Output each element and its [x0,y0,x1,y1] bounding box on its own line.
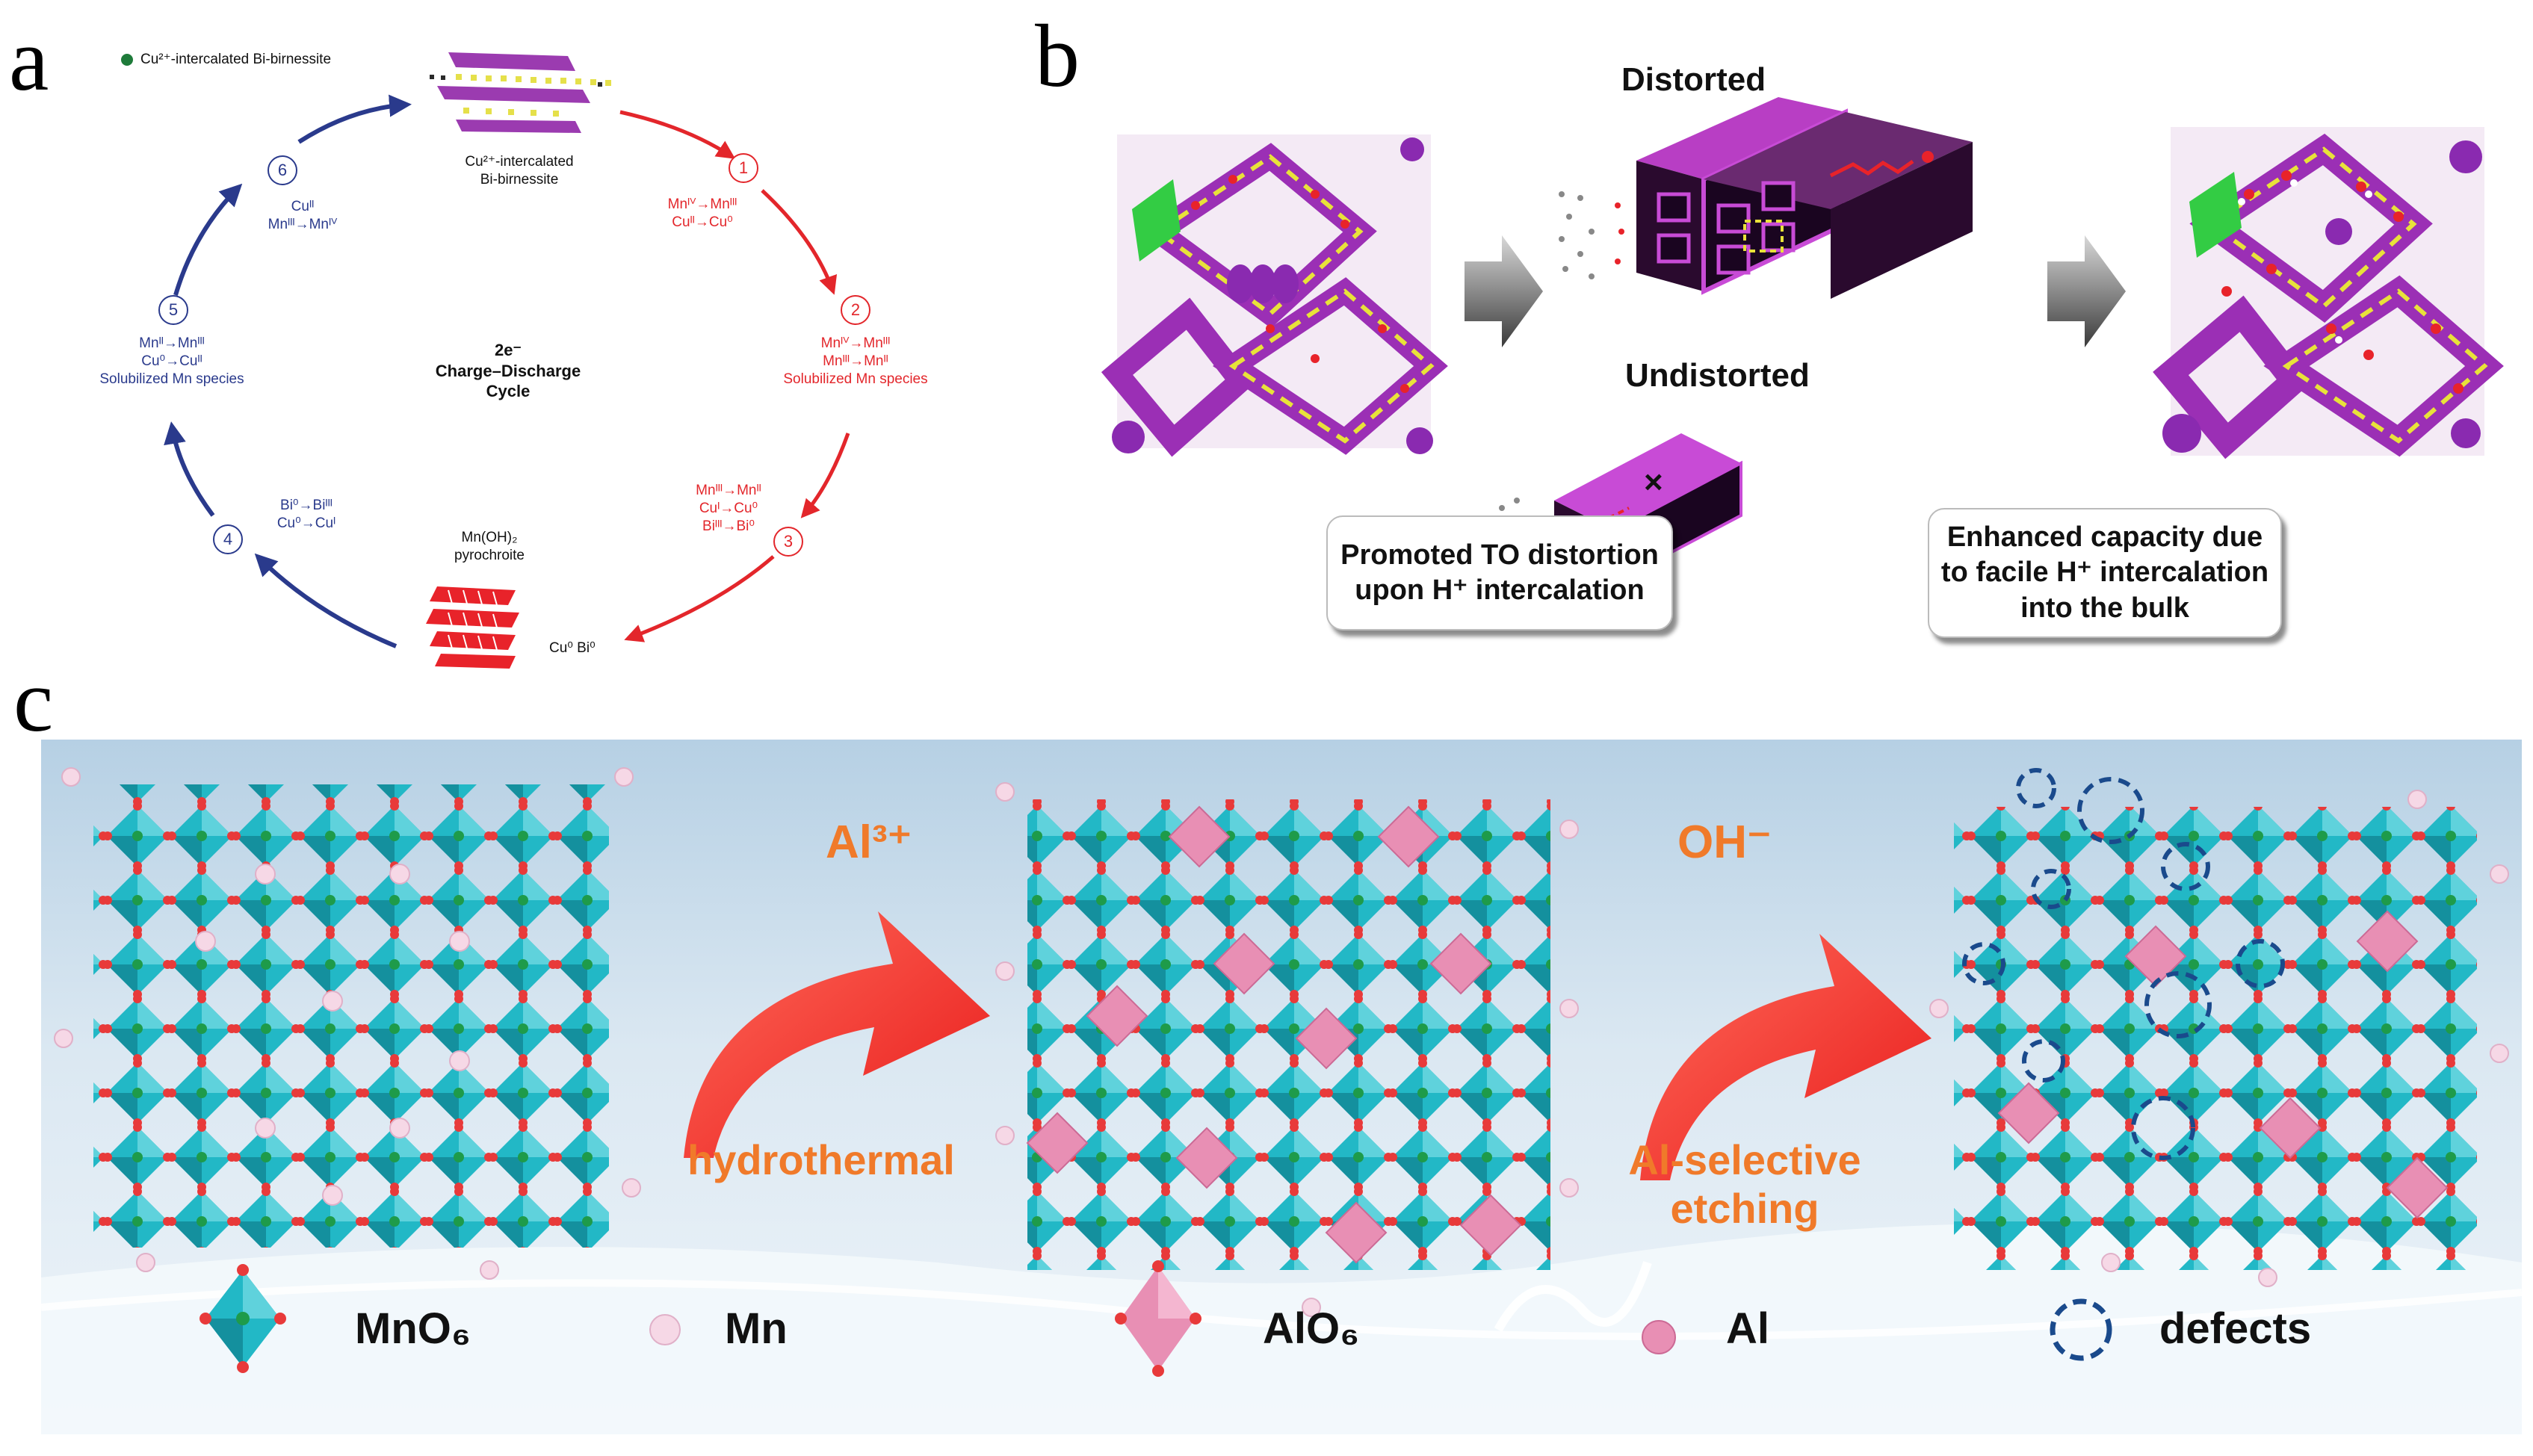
hydrothermal-arrow-icon [684,911,990,1158]
discharge-arrow-4 [624,555,775,642]
step-1-marker: 1 [729,153,758,183]
step-5-line-2: Cu⁰→Cuᴵᴵ [141,353,202,369]
discharge-arrow-2 [761,189,838,295]
step-2-line-3: Solubilized Mn species [783,371,928,387]
legend-defect-icon [2050,1298,2112,1361]
step-5-text: Mnᴵᴵ→Mnᴵᴵᴵ Cu⁰→Cuᴵᴵ Solubilized Mn speci… [78,335,265,388]
callout2-line-2: to facile H⁺ intercalation [1940,557,2269,589]
discharge-arrow-1 [619,110,736,159]
discharge-arrow-3 [800,433,850,518]
pyrochroite-structure-icon [426,586,519,669]
panel-letter-a: a [9,10,49,109]
step-4-text: Bi⁰→Biᴵᴵᴵ Cu⁰→Cuᴵ [250,497,362,533]
step-5-line-3: Solubilized Mn species [99,371,244,387]
step-4-line-1: Bi⁰→Biᴵᴵᴵ [280,498,333,513]
pyrochroite-label: Mn(OH)₂ pyrochroite [433,529,545,565]
callout2-line-1: Enhanced capacity due [1946,521,2263,553]
bottom-product-label: Cu⁰ Bi⁰ [549,640,596,656]
center-label-line-3: Cycle [486,382,531,400]
center-cycle-label: 2e⁻ Charge–Discharge Cycle [396,340,620,402]
step-2-text: Mnᴵⱽ→Mnᴵᴵᴵ Mnᴵᴵᴵ→Mnᴵᴵ Solubilized Mn spe… [762,335,949,388]
step-5-line-1: Mnᴵᴵ→Mnᴵᴵᴵ [139,335,205,351]
legend-label-alo6: AlO₆ [1263,1304,1360,1353]
legend-label-mno6: MnO₆ [355,1304,471,1353]
center-label-line-1: 2e⁻ [494,341,522,359]
proton-dots-distorted-icon [1559,191,1595,279]
etching-label-line-1: Al-selective [1628,1136,1861,1183]
charge-arrow-4 [254,553,398,648]
callout-enhanced-capacity: Enhanced capacity due to facile H⁺ inter… [1928,508,2282,638]
charge-arrow-5 [164,421,215,517]
process-arrow-1-icon [1465,235,1543,347]
step-6-text: Cuᴵᴵ Mnᴵᴵᴵ→Mnᴵⱽ [239,198,366,234]
final-crystal-structure-icon [2153,127,2504,459]
step-6-line-2: Mnᴵᴵᴵ→Mnᴵⱽ [267,216,338,232]
undistorted-label: Undistorted [1625,357,1810,394]
legend-mno6-icon [200,1264,286,1373]
charge-discharge-cycle-diagram [121,52,850,669]
step-6-line-1: Cuᴵᴵ [291,199,315,214]
legend-text: Cu²⁺-intercalated Bi-birnessite [140,52,332,67]
tunnel-distortion-diagram: × [1101,97,2504,586]
step-2-marker: 2 [841,295,870,325]
top-label-line-2: Bi-birnessite [480,171,559,188]
legend-label-mn: Mn [725,1304,788,1353]
etching-label-line-2: etching [1670,1185,1819,1232]
panel-letter-b: b [1035,6,1080,105]
charge-arrow-6 [173,183,243,296]
step-1-line-1: Mnᴵⱽ→Mnᴵᴵᴵ [667,196,737,212]
pyrochroite-label-line-2: pyrochroite [454,547,525,563]
step-4-line-2: Cu⁰→Cuᴵ [276,515,336,531]
step-3-line-1: Mnᴵᴵᴵ→Mnᴵᴵ [696,483,761,498]
step-3-line-3: Biᴵᴵᴵ→Bi⁰ [702,518,755,534]
legend-label-defects: defects [2159,1304,2312,1353]
step-1-line-2: Cuᴵᴵ→Cu⁰ [672,214,733,230]
panel-letter-c: c [13,651,54,750]
top-label-line-1: Cu²⁺-intercalated [465,154,574,170]
center-label-line-2: Charge–Discharge [435,361,581,380]
hydrothermal-label: hydrothermal [687,1136,955,1183]
al3-label: Al³⁺ [826,817,912,868]
oh-label: OH⁻ [1677,817,1772,868]
legend-alo6-icon [1115,1260,1201,1377]
callout1-line-1: Promoted TO distortion [1340,539,1659,571]
process-arrow-2-icon [2047,235,2126,347]
initial-crystal-structure-icon [1101,134,1448,457]
distorted-tunnel-block-icon [1636,97,1973,299]
pyrochroite-label-line-1: Mn(OH)₂ [461,530,518,545]
legend-mn-icon [649,1314,681,1345]
mno6-structure-icon [54,767,641,1280]
step-3-line-2: Cuᴵ→Cu⁰ [699,500,758,516]
step-4-marker: 4 [213,524,243,554]
step-5-marker: 5 [158,295,188,325]
step-3-text: Mnᴵᴵᴵ→Mnᴵᴵ Cuᴵ→Cu⁰ Biᴵᴵᴵ→Bi⁰ [676,482,781,535]
al-doping-etching-diagram [41,740,2522,1434]
svg-text:×: × [1644,464,1663,501]
callout-promoted-distortion: Promoted TO distortion upon H⁺ intercala… [1326,515,1673,631]
step-2-line-1: Mnᴵⱽ→Mnᴵᴵᴵ [820,335,891,351]
defective-structure-icon [1929,768,2509,1287]
top-structure-label: Cu²⁺-intercalated Bi-birnessite [441,153,598,189]
legend-dot-icon [121,54,133,66]
alo6-doped-structure-icon [995,782,1579,1317]
step-3-marker: 3 [773,527,803,557]
etching-label: Al-selective etching [1610,1136,1879,1233]
distorted-label: Distorted [1621,61,1766,98]
legend-label-al: Al [1726,1304,1769,1353]
step-6-marker: 6 [267,155,297,185]
callout1-line-2: upon H⁺ intercalation [1355,574,1645,606]
charge-arrow-top [297,94,412,144]
legend-al-icon [1642,1320,1676,1354]
etching-arrow-icon [1640,934,1932,1180]
step-1-text: Mnᴵⱽ→Mnᴵᴵᴵ Cuᴵᴵ→Cu⁰ [650,196,755,232]
bi-birnessite-structure-icon [430,52,611,133]
step-2-line-2: Mnᴵᴵᴵ→Mnᴵᴵ [823,353,888,369]
callout2-line-3: into the bulk [2020,592,2189,624]
